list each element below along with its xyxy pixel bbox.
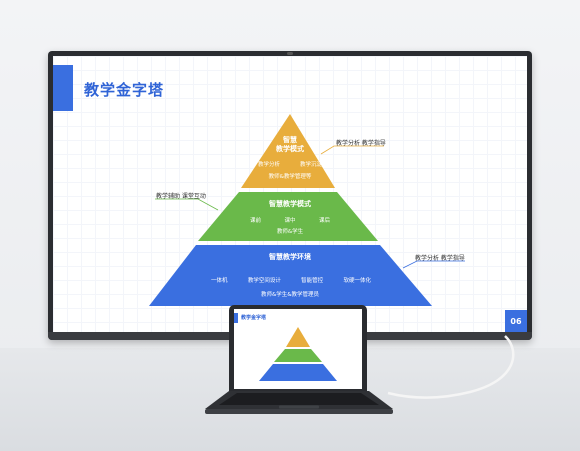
bottom-tier-item: 一体机 — [211, 278, 228, 284]
top-tier-footer: 教师&教学管理等 — [268, 174, 312, 180]
callout-bottom-right: 教学分析 教学指导 — [415, 255, 465, 262]
pyramid-diagram — [149, 114, 465, 306]
pyramid-tier-top — [241, 114, 335, 188]
middle-tier-item: 课前 — [250, 218, 262, 224]
laptop-title-accent — [234, 313, 238, 323]
callout-top-right: 教学分析 教学指导 — [336, 140, 386, 147]
laptop-pyramid-bottom — [259, 364, 337, 381]
slide-title: 教学金字塔 — [84, 81, 165, 99]
top-tier-item: 教学沉淀 — [299, 162, 322, 168]
laptop-pyramid-diagram — [259, 327, 337, 381]
pyramid-tier-bottom — [149, 245, 432, 306]
bottom-tier-footer: 教师&学生&教学管理员 — [260, 292, 320, 298]
pyramid-tier-middle — [198, 192, 378, 241]
laptop-pyramid-top — [286, 327, 310, 347]
bottom-tier-title: 智慧教学环境 — [269, 253, 311, 261]
middle-tier-item: 课后 — [318, 218, 330, 224]
title-accent-bar — [53, 65, 73, 111]
bottom-tier-item: 智能管控 — [301, 278, 324, 284]
middle-tier-footer: 教师&学生 — [276, 229, 304, 235]
callout-line-middle-left — [155, 198, 219, 211]
interactive-display: 教学金字塔 智慧 教学模式 教学分析 教学沉淀 教师&教学管理等 智慧教学模式 … — [48, 51, 532, 340]
laptop-slide-title: 教学金字塔 — [241, 315, 267, 321]
page-number-badge: 06 — [505, 310, 527, 332]
callout-middle-left: 教学辅助 课堂互动 — [156, 193, 206, 200]
top-tier-title-line2: 教学模式 — [276, 145, 304, 153]
middle-tier-title: 智慧教学模式 — [269, 200, 311, 208]
laptop-pyramid-middle — [274, 349, 322, 362]
laptop-screen: 教学金字塔 — [229, 305, 367, 391]
bottom-tier-item: 教学空间设计 — [247, 278, 281, 284]
callout-line-bottom-right — [402, 260, 465, 269]
laptop-keyboard-base — [205, 391, 393, 414]
laptop-display[interactable]: 教学金字塔 — [234, 309, 362, 389]
callout-line-top-right — [320, 145, 384, 155]
top-tier-title-line1: 智慧 — [283, 136, 297, 144]
display-screen[interactable]: 教学金字塔 智慧 教学模式 教学分析 教学沉淀 教师&教学管理等 智慧教学模式 … — [53, 56, 527, 332]
middle-tier-item: 课中 — [284, 218, 296, 224]
bottom-tier-item: 软硬一体化 — [343, 278, 371, 284]
camera-icon — [287, 52, 293, 55]
top-tier-item: 教学分析 — [258, 162, 281, 168]
